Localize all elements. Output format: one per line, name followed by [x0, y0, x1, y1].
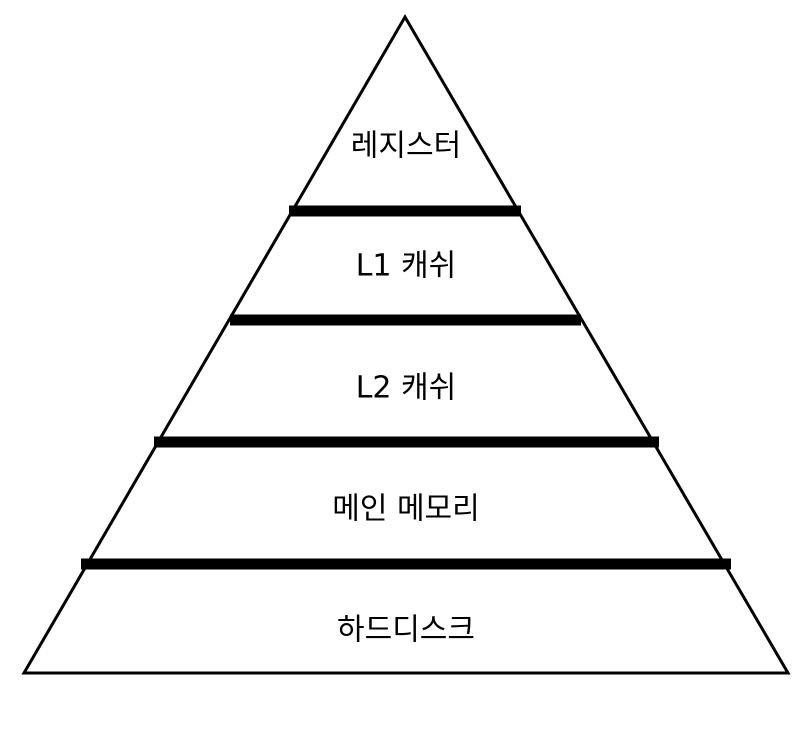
- level-label-main-memory: 메인 메모리: [332, 492, 480, 527]
- level-label-l1-cache: L1 캐쉬: [356, 249, 457, 284]
- level-label-l2-cache: L2 캐쉬: [356, 371, 457, 406]
- level-label-registers: 레지스터: [351, 129, 461, 164]
- pyramid-outline: [21, 14, 791, 675]
- level-label-hard-disk: 하드디스크: [337, 613, 475, 648]
